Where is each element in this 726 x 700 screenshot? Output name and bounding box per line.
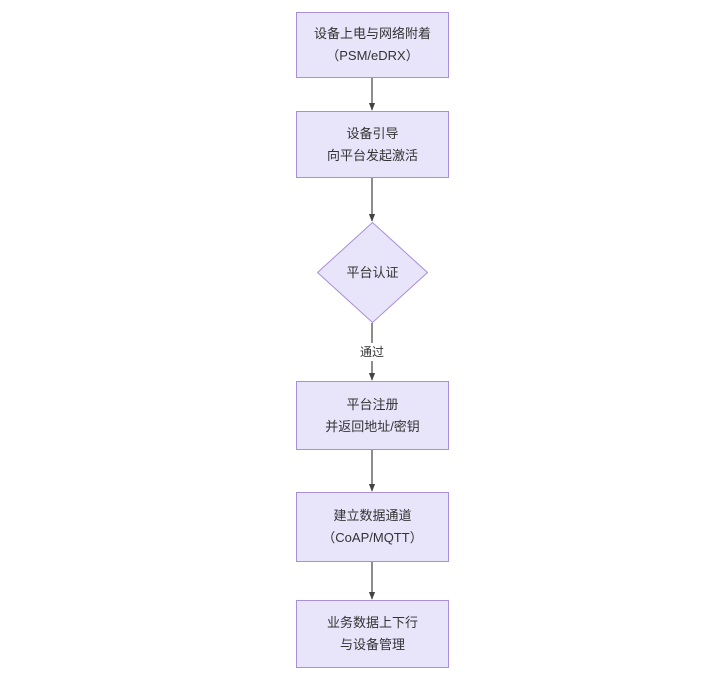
node-label-line1: 业务数据上下行 [326,615,418,630]
node-device-power-on[interactable]: 设备上电与网络附着 （PSM/eDRX） [296,12,449,78]
node-label-line1: 建立数据通道 [333,508,412,523]
node-label-line1: 平台认证 [346,264,399,280]
edge-label-pass: 通过 [356,343,388,361]
node-label-line2: 向平台发起激活 [326,147,418,163]
node-business-data-and-device-management[interactable]: 业务数据上下行 与设备管理 [296,600,449,668]
node-label-line2: （CoAP/MQTT） [322,530,423,545]
node-platform-auth-decision[interactable]: 平台认证 [317,222,428,323]
node-label-line1: 设备引导 [346,125,399,141]
node-label-line1: 设备上电与网络附着 [313,26,431,41]
node-label-line2: （PSM/eDRX） [326,48,419,63]
node-platform-register[interactable]: 平台注册 并返回地址/密钥 [296,381,449,450]
node-device-bootstrap[interactable]: 设备引导 向平台发起激活 [296,111,449,178]
node-label-line2: 并返回地址/密钥 [325,418,420,434]
node-establish-data-channel[interactable]: 建立数据通道 （CoAP/MQTT） [296,492,449,562]
node-label-line2: 与设备管理 [339,637,405,652]
node-label-line1: 平台注册 [346,396,399,412]
diamond-shape [317,222,428,323]
